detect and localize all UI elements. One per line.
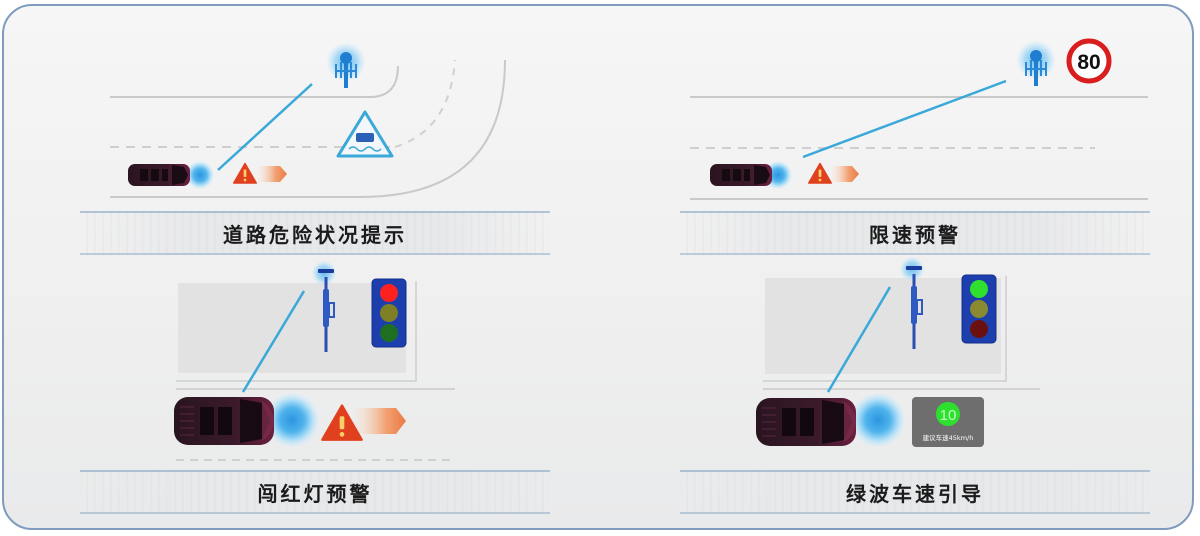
car-icon [173, 396, 275, 446]
speed-limit-sign-icon: 80 [1066, 38, 1112, 84]
warning-arrow-icon [832, 166, 859, 182]
v2x-link-line [217, 83, 313, 171]
traffic-light-red-icon [371, 278, 407, 348]
v2x-link-line [241, 290, 306, 393]
svg-text:80: 80 [1077, 51, 1100, 74]
car-signal-glow [851, 393, 905, 447]
warning-arrow-icon [355, 408, 406, 434]
v2x-link-line [826, 286, 892, 393]
speed-advice-display: 10 建议车速45km/h [912, 397, 984, 447]
slippery-road-sign-icon [336, 110, 394, 158]
svg-text:10: 10 [940, 407, 957, 424]
warning-triangle-icon [808, 162, 832, 184]
car-signal-glow [265, 393, 319, 447]
traffic-light-green-icon [961, 274, 997, 344]
rsu-antenna-icon [1017, 41, 1055, 86]
panel-road-hazard [110, 43, 506, 198]
caption-road-hazard: 道路危险状况提示 [80, 211, 550, 255]
panel-red-light [173, 261, 455, 461]
caption-text: 闯红灯预警 [257, 481, 373, 506]
svg-text:建议车速45km/h: 建议车速45km/h [923, 433, 974, 442]
car-icon [710, 164, 772, 186]
caption-text: 道路危险状况提示 [223, 222, 407, 247]
caption-speed-limit: 限速预警 [680, 211, 1150, 255]
rsu-antenna-icon [327, 43, 365, 88]
caption-green-wave: 绿波车速引导 [680, 470, 1150, 514]
caption-red-light: 闯红灯预警 [80, 470, 550, 514]
caption-text: 绿波车速引导 [846, 481, 984, 506]
caption-text: 限速预警 [869, 222, 961, 247]
v2x-link-line [802, 79, 1007, 159]
car-icon [128, 164, 190, 186]
panel-speed-limit: 80 [690, 38, 1148, 200]
car-signal-glow [186, 161, 214, 189]
panel-green-wave: 10 建议车速45km/h [755, 257, 1040, 447]
warning-triangle-icon [233, 162, 257, 184]
warning-arrow-icon [258, 166, 287, 182]
car-icon [755, 397, 857, 447]
